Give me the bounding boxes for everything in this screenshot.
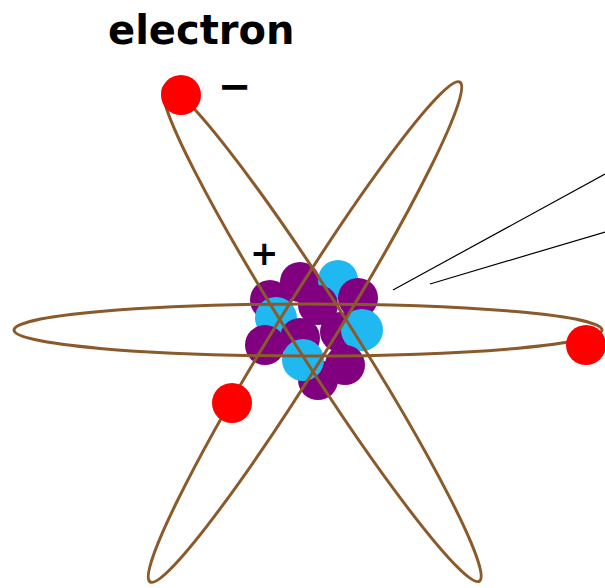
leader-lines — [393, 174, 605, 290]
nucleus — [245, 260, 383, 400]
orbits — [14, 67, 602, 588]
electron-label: electron — [108, 10, 294, 50]
charge-sign: − — [218, 66, 252, 106]
electrons — [161, 75, 605, 423]
charge-sign: + — [250, 236, 279, 270]
